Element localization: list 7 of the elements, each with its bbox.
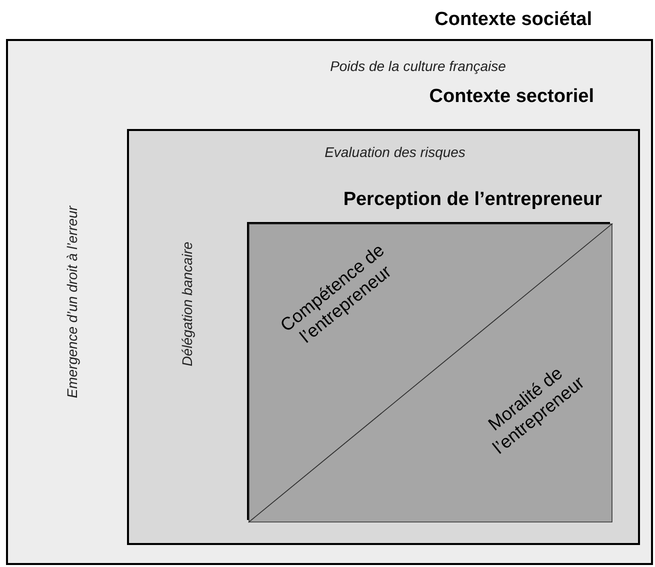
context-note: Poids de la culture française	[330, 58, 506, 74]
section-heading: Contexte sociétal	[434, 9, 592, 31]
context-note: Emergence d’un droit à l’erreur	[64, 206, 80, 398]
context-note: Délégation bancaire	[179, 242, 195, 366]
section-heading: Contexte sectoriel	[429, 86, 594, 108]
section-heading: Perception de l’entrepreneur	[343, 189, 602, 211]
context-note: Evaluation des risques	[324, 144, 466, 160]
